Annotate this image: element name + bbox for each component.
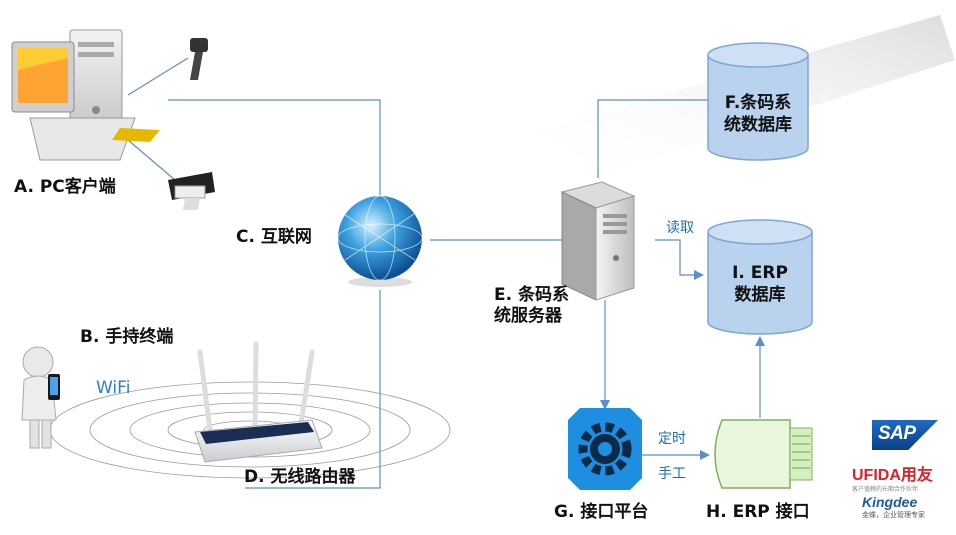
connection-lines (127, 57, 765, 489)
handheld-user-icon (21, 346, 60, 449)
line-pc-to-internet (168, 99, 381, 195)
label-printer-icon (168, 172, 215, 210)
wireless-router-icon (194, 341, 323, 463)
label-internet: C. 互联网 (236, 227, 312, 247)
sap-logo-text: SAP (878, 423, 916, 444)
barcode-database-cylinder (707, 42, 809, 161)
kingdee-logo: Kingdee 金蝶，企业管理专家 (862, 494, 946, 526)
label-wireless-router: D. 无线路由器 (244, 467, 356, 487)
erp-database-cylinder (707, 219, 813, 335)
pc-client-icon (11, 29, 160, 161)
edge-label-read: 读取 (666, 220, 694, 236)
label-erp-interface: H. ERP 接口 (706, 502, 810, 522)
ufida-logo-text: UFIDA用友 (852, 467, 933, 484)
line-server-to-barcode-db (597, 99, 708, 178)
barcode-scanner-icon (190, 38, 208, 80)
edge-label-manual: 手工 (658, 466, 686, 482)
line-router-to-internet (245, 290, 381, 489)
label-wifi: WiFi (96, 378, 131, 398)
label-pc-client: A. PC客户端 (14, 177, 116, 197)
kingdee-logo-subtitle: 金蝶，企业管理专家 (862, 512, 925, 519)
line-pc-to-scanner (127, 57, 189, 96)
interface-platform-gear-icon (568, 408, 642, 490)
ufida-logo: UFIDA用友 客户值赖的长期合作伙伴 (852, 461, 933, 493)
label-barcode-database: F.条码系 统数据库 (724, 93, 792, 136)
erp-interface-connector-icon (714, 419, 813, 489)
arrow-read-to-erp-db (655, 239, 704, 280)
barcode-server-icon (560, 181, 636, 301)
ufida-logo-subtitle: 客户值赖的长期合作伙伴 (852, 487, 919, 493)
internet-globe-icon (337, 195, 423, 287)
label-interface-platform: G. 接口平台 (554, 502, 649, 522)
line-pc-to-printer (127, 139, 176, 181)
label-barcode-server: E. 条码系 统服务器 (494, 285, 569, 327)
label-erp-database: I. ERP 数据库 (732, 263, 788, 306)
edge-label-scheduled: 定时 (658, 431, 686, 447)
kingdee-logo-text: Kingdee (862, 494, 918, 510)
label-handheld-terminal: B. 手持终端 (80, 327, 174, 347)
